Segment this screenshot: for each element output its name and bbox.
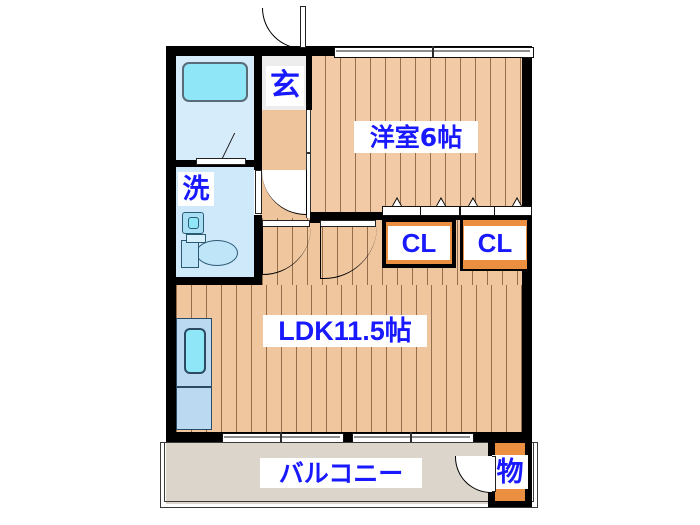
wall-bedroom-ldk (310, 212, 522, 220)
window-ldk-right-mullion (410, 432, 412, 443)
room-label-ldk: LDK11.5帖 (263, 315, 427, 347)
wall-entrance-right (306, 56, 312, 110)
window-bedroom-top-mullion (432, 46, 434, 57)
storage-label: 物 (492, 455, 528, 489)
toilet-bowl (196, 240, 238, 266)
toilet-seat (188, 217, 199, 229)
bathtub (182, 62, 248, 102)
vanity-counter (186, 234, 206, 243)
closet-right-label: CL (464, 226, 526, 260)
kitchen-counter-split (176, 386, 212, 388)
entry-door-swing-icon (262, 8, 305, 49)
kitchen-sink-basin (184, 328, 206, 374)
window-ldk-left-mullion (280, 432, 282, 443)
closet-hanger-mark-4 (512, 197, 522, 206)
closet-right-sill (460, 206, 496, 216)
wall-entrance-left (254, 56, 262, 110)
balcony-label: バルコニー (260, 458, 422, 488)
wall-washroom-bottom (166, 277, 262, 285)
closet-right-sill-2 (494, 206, 532, 216)
closet-left-sill-2 (420, 206, 460, 216)
wall-ldk-top-left (254, 215, 262, 221)
room-label-entrance: 玄 (266, 66, 304, 106)
washroom-door-panel[interactable] (255, 170, 262, 214)
exterior-wall-top-left (166, 46, 334, 56)
partition-bedroom-hall (306, 110, 311, 218)
wall-washroom-right-lower (254, 215, 262, 277)
bath-door-panel[interactable] (196, 158, 246, 165)
closet-hanger-mark-3 (468, 197, 478, 206)
exterior-wall-left (166, 46, 176, 442)
vanity-sink (181, 240, 199, 268)
room-label-bedroom: 洋室6帖 (354, 121, 478, 153)
wall-washroom-right (254, 110, 262, 170)
room-ldk (176, 285, 522, 432)
closet-left-label: CL (388, 226, 450, 260)
sliding-door-bedroom-mark (306, 152, 311, 154)
exterior-wall-bottom (166, 432, 532, 442)
window-ldk-right-bar (354, 436, 470, 438)
window-ldk-left-bar (224, 436, 340, 438)
wall-between-ldk-doors (310, 215, 320, 223)
window-bedroom-top (334, 47, 534, 58)
closet-hanger-mark-1 (392, 197, 402, 206)
balcony-railing-inner (164, 442, 534, 502)
room-label-washroom: 洗 (178, 172, 214, 206)
closet-left-sill (382, 206, 422, 216)
closet-hanger-mark-2 (436, 197, 446, 206)
